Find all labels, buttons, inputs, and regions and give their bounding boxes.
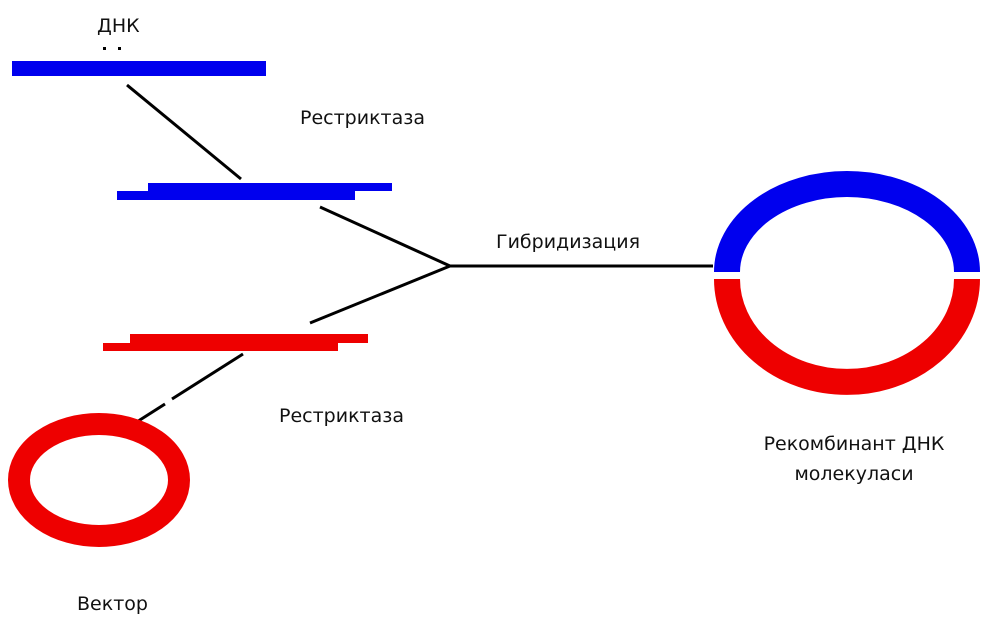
- dna-label: ДНК: [97, 15, 140, 37]
- dna-fragment-lower: [117, 191, 355, 200]
- restriction-enzyme-label-bottom: Рестриктаза: [279, 405, 405, 427]
- recombinant-dna-label-line1: Рекомбинант ДНК: [763, 433, 945, 455]
- hybridization-label: Гибридизация: [496, 231, 641, 253]
- recombinant-ring-dna-part: [714, 171, 980, 273]
- vector-ring: [8, 413, 190, 547]
- connector-line: [171, 352, 244, 401]
- dna-dot: [118, 47, 121, 50]
- connector-line: [126, 83, 242, 181]
- dna-strand: [12, 61, 266, 76]
- recombinant-dna-label-line2: молекуласи: [794, 462, 914, 485]
- vector-fragment-upper: [130, 334, 368, 343]
- connector-line: [309, 264, 451, 325]
- restriction-enzyme-label-top: Рестриктаза: [300, 107, 426, 129]
- vector-fragment-lower: [103, 343, 338, 351]
- dna-fragment-upper: [148, 183, 392, 191]
- connector-line: [319, 205, 451, 268]
- vector-label: Вектор: [77, 593, 148, 615]
- recombinant-ring-vector-part: [714, 278, 980, 395]
- dna-dot: [103, 47, 106, 50]
- recombinant-dna-label: Рекомбинант ДНК молекуласи: [739, 432, 969, 486]
